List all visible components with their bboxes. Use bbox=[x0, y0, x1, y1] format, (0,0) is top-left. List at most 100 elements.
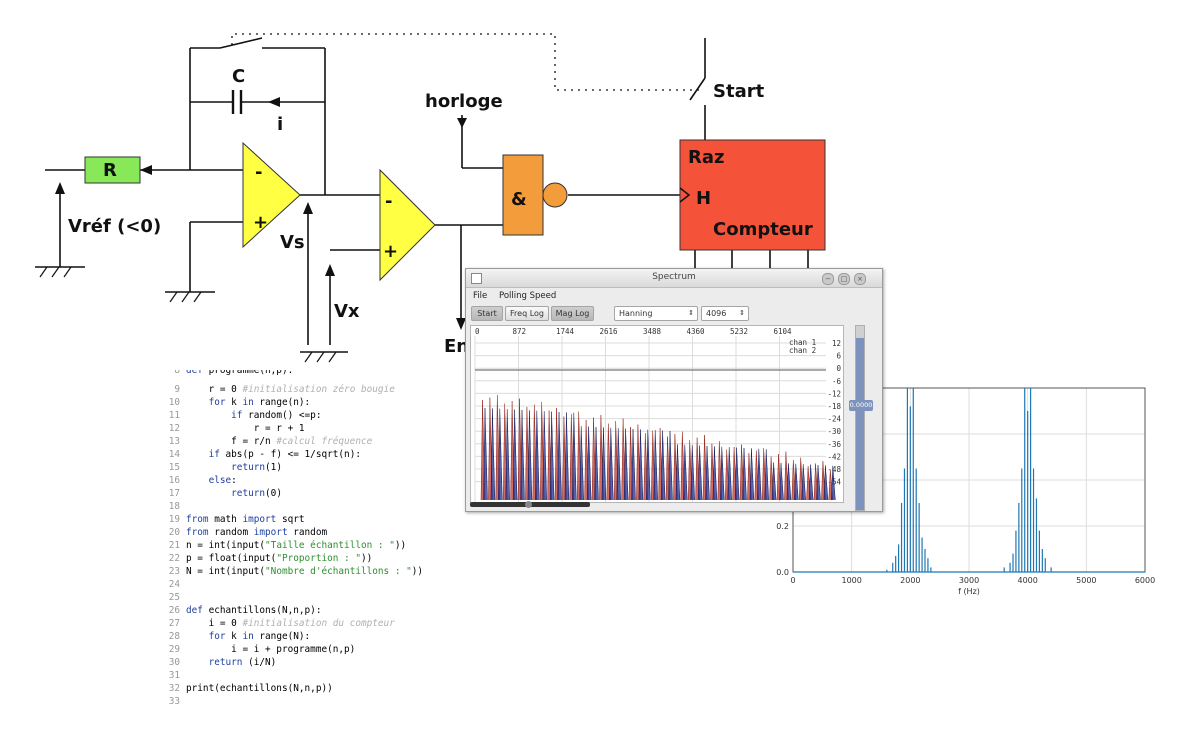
mag-log-button[interactable]: Mag Log bbox=[551, 306, 594, 321]
chan2-peak bbox=[757, 448, 762, 501]
menu-polling-speed[interactable]: Polling Speed bbox=[499, 291, 557, 301]
clock-input-label: H bbox=[696, 188, 711, 209]
line-number: 32 bbox=[168, 683, 180, 694]
chan2-peak bbox=[490, 408, 496, 501]
gain-slider[interactable] bbox=[855, 325, 865, 511]
close-icon[interactable]: × bbox=[854, 273, 866, 285]
counter-block bbox=[679, 139, 826, 251]
code-text: r = 0 bbox=[186, 384, 243, 395]
chan2-peak bbox=[705, 445, 710, 501]
chan2-peak bbox=[675, 444, 681, 501]
code-text: if abs(p - f) <= 1/sqrt(n): bbox=[208, 449, 361, 460]
vx-arrow bbox=[325, 264, 335, 276]
x-tick-label: 2000 bbox=[900, 576, 920, 585]
chan2-peak bbox=[601, 427, 607, 501]
x-tick-label: 0 bbox=[790, 576, 795, 585]
chan2-peak bbox=[572, 412, 577, 501]
chan2-peak bbox=[483, 407, 488, 501]
chan2-peak bbox=[512, 409, 518, 501]
chan2-peak bbox=[498, 408, 503, 501]
chan2-peak bbox=[734, 447, 740, 501]
chan2-peak bbox=[808, 464, 814, 501]
line-number: 8 bbox=[174, 370, 180, 376]
window-menu-icon[interactable] bbox=[471, 273, 482, 284]
chan2-peak bbox=[505, 409, 510, 501]
chan2-peak bbox=[579, 426, 584, 501]
freq-tick-label: 1744 bbox=[556, 327, 575, 336]
line-number: 13 bbox=[168, 436, 180, 447]
code-line: 12 r = r + 1 bbox=[163, 422, 305, 435]
line-number: 26 bbox=[168, 605, 180, 616]
line-number: 20 bbox=[168, 527, 180, 538]
clock-arrow bbox=[457, 118, 467, 128]
chan2-peak bbox=[749, 448, 755, 501]
chan2-peak bbox=[549, 411, 555, 501]
chan2-peak bbox=[786, 463, 792, 501]
mag-tick-label: -42 bbox=[827, 452, 841, 461]
window-function-select[interactable]: Hanning ⇕ bbox=[614, 306, 698, 321]
chan2-peak bbox=[727, 447, 732, 501]
freq-log-button[interactable]: Freq Log bbox=[505, 306, 549, 321]
code-text: i = i + programme(n,p) bbox=[186, 644, 356, 655]
vx-label: Vx bbox=[334, 301, 360, 322]
legend-entry: chan 1 bbox=[789, 338, 816, 347]
comparator-minus: - bbox=[385, 191, 392, 212]
freq-tick-label: 3488 bbox=[643, 327, 662, 336]
code-line: 11 if random() <=p: bbox=[163, 409, 322, 422]
mechanical-link bbox=[231, 33, 700, 91]
counter-label: Compteur bbox=[713, 219, 813, 240]
window-title: Spectrum bbox=[652, 272, 696, 282]
x-tick-label: 4000 bbox=[1017, 576, 1037, 585]
window-titlebar[interactable]: Spectrum − □ × bbox=[466, 269, 882, 288]
freq-tick-label: 2616 bbox=[600, 327, 619, 336]
freq-tick-label: 5232 bbox=[730, 327, 748, 336]
fft-size-select[interactable]: 4096 ⇕ bbox=[701, 306, 749, 321]
line-number: 22 bbox=[168, 553, 180, 564]
mag-tick-label: -24 bbox=[827, 415, 841, 424]
code-text: from math import sqrt bbox=[186, 514, 305, 525]
freq-tick-label: 0 bbox=[475, 327, 480, 336]
x-tick-label: 3000 bbox=[959, 576, 979, 585]
chan2-peak bbox=[557, 411, 562, 501]
start-button[interactable]: Start bbox=[471, 306, 503, 321]
y-tick-label: 0.0 bbox=[776, 568, 789, 577]
legend-entry: chan 2 bbox=[789, 346, 816, 355]
chan2-peak bbox=[631, 428, 636, 501]
code-text: r = r + 1 bbox=[186, 423, 305, 434]
chan2-peak bbox=[535, 410, 540, 501]
line-number: 23 bbox=[168, 566, 180, 577]
enable-arrow bbox=[456, 318, 466, 330]
integrator-plus: + bbox=[253, 212, 268, 233]
scrollbar-thumb[interactable] bbox=[525, 501, 532, 508]
code-line: 24 bbox=[163, 578, 186, 591]
current-arrow bbox=[268, 97, 280, 107]
maximize-icon[interactable]: □ bbox=[838, 273, 850, 285]
code-line: 13 f = r/n #calcul fréquence bbox=[163, 435, 373, 448]
menu-file[interactable]: File bbox=[473, 291, 488, 301]
window-function-value: Hanning bbox=[619, 309, 653, 318]
chan2-peak bbox=[660, 430, 666, 501]
minimize-icon[interactable]: − bbox=[822, 273, 834, 285]
code-text: from random import random bbox=[186, 527, 328, 538]
chan2-peak bbox=[764, 449, 769, 501]
line-number: 29 bbox=[168, 644, 180, 655]
line-number: 12 bbox=[168, 423, 180, 434]
gain-slider-value[interactable]: 0.0000 bbox=[849, 400, 873, 411]
code-line: 28 for k in range(N): bbox=[163, 630, 311, 643]
code-line: 9 r = 0 #initialisation zéro bougie bbox=[163, 383, 395, 396]
line-number: 11 bbox=[168, 410, 180, 421]
code-text: return(1) bbox=[231, 462, 282, 473]
vref-label: Vréf (<0) bbox=[68, 216, 161, 237]
chan2-peak bbox=[697, 445, 703, 501]
mag-tick-label: -48 bbox=[827, 465, 841, 474]
chan2-peak bbox=[823, 465, 829, 501]
chan2-peak bbox=[712, 446, 718, 501]
integrator-opamp bbox=[242, 141, 301, 249]
x-tick-label: 6000 bbox=[1135, 576, 1155, 585]
chan2-peak bbox=[609, 427, 614, 501]
